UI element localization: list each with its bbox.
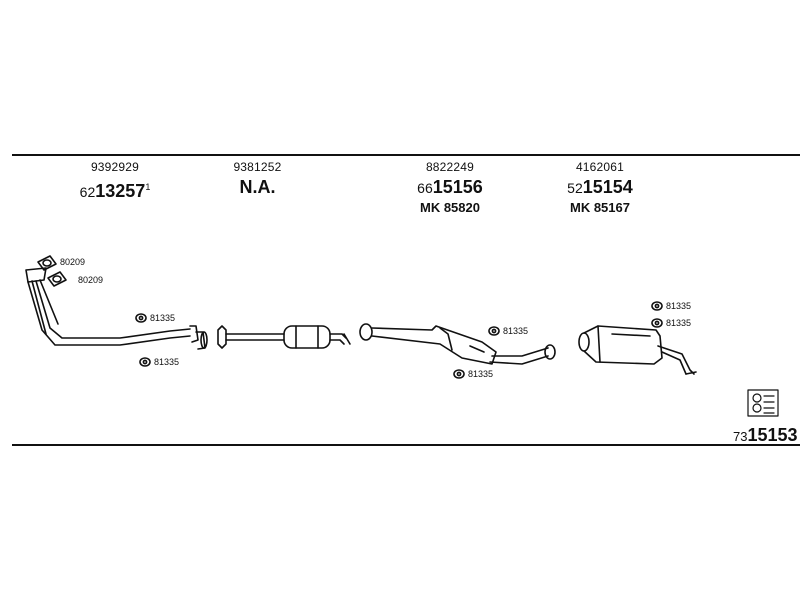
callout-gasket: 80209 [78, 275, 103, 285]
callout-gasket: 80209 [60, 257, 85, 267]
part-column-2: 9381252 N.A. [205, 160, 310, 198]
callout-clamp: 81335 [150, 313, 175, 323]
kit-icon [747, 389, 779, 417]
part-number: N.A. [239, 177, 276, 197]
clamp-icon [453, 369, 465, 379]
callout-clamp: 81335 [666, 301, 691, 311]
callout-clamp: 81335 [154, 357, 179, 367]
part-number: 5215154 [567, 177, 633, 197]
oem-ref: 9381252 [233, 160, 282, 174]
oem-ref: 8822249 [425, 160, 475, 174]
bottom-divider [12, 444, 800, 446]
centre-silencer [359, 323, 556, 365]
mk-number: MK 85167 [570, 200, 630, 215]
callout-clamp: 81335 [666, 318, 691, 328]
callout-clamp: 81335 [468, 369, 493, 379]
top-divider [12, 154, 800, 156]
clamp-icon [651, 301, 663, 311]
part-column-4: 4162061 5215154 MK 85167 [545, 160, 655, 215]
oem-ref: 4162061 [575, 160, 625, 174]
part-number: 6615156 [417, 177, 483, 197]
rear-silencer [578, 325, 697, 375]
gasket-icon [37, 255, 57, 271]
oem-ref: 9392929 [90, 160, 140, 174]
mk-number: MK 85820 [420, 200, 480, 215]
clamp-icon [139, 357, 151, 367]
part-number: 62132571 [79, 181, 151, 201]
part-column-3: 8822249 6615156 MK 85820 [395, 160, 505, 215]
intermediate-pipe [217, 325, 351, 349]
clamp-icon [135, 313, 147, 323]
clamp-icon [488, 326, 500, 336]
front-pipe [25, 267, 208, 350]
part-column-1: 9392929 62132571 [60, 160, 170, 202]
callout-clamp: 81335 [503, 326, 528, 336]
gasket-icon [47, 271, 67, 287]
clamp-icon [651, 318, 663, 328]
set-number: 7315153 [733, 425, 798, 445]
